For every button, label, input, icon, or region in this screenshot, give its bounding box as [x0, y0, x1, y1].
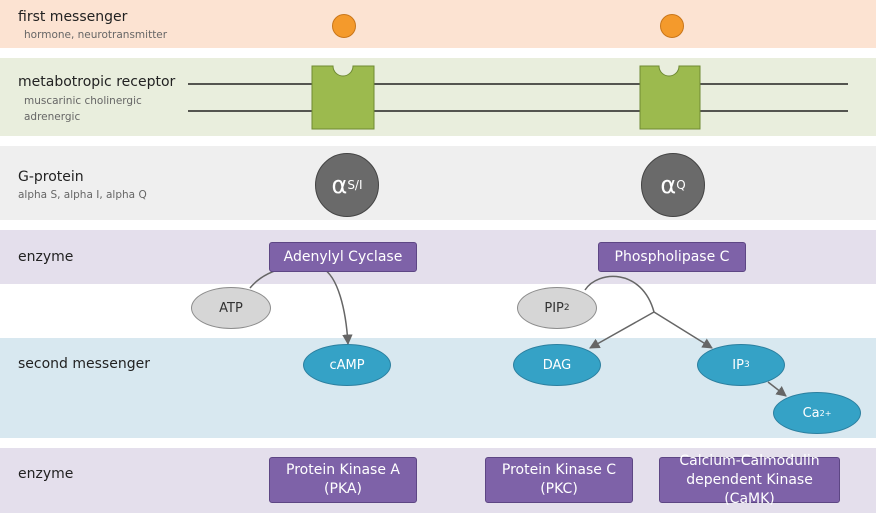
- pka-line-2: (PKA): [324, 481, 362, 497]
- calcium-superscript: 2+: [819, 408, 832, 418]
- g-protein-title: G-protein: [18, 169, 84, 185]
- first-messenger-dot-right: [660, 14, 684, 38]
- alpha-si-subscript: S/I: [347, 178, 363, 192]
- first-messenger-subtitle: hormone, neurotransmitter: [24, 29, 168, 41]
- receptor-subtitle-2: adrenergic: [24, 111, 81, 123]
- receptor-left: [311, 65, 375, 130]
- enzyme-title-top: enzyme: [18, 249, 74, 265]
- receptor-subtitle-1: muscarinic cholinergic: [24, 95, 142, 107]
- pkc-line-2: (PKC): [540, 481, 578, 497]
- atp-ellipse: ATP: [191, 287, 271, 329]
- band-g-protein: [0, 146, 876, 220]
- alpha-q-symbol: α: [660, 171, 677, 199]
- calcium-label: Ca: [802, 405, 820, 421]
- camk-line-1: Calcium-Calmodulin: [679, 452, 820, 469]
- alpha-si-symbol: α: [331, 171, 348, 199]
- camp-ellipse: cAMP: [303, 344, 391, 386]
- dag-ellipse: DAG: [513, 344, 601, 386]
- second-messenger-title: second messenger: [18, 356, 150, 372]
- pkc-line-1: Protein Kinase C: [501, 462, 617, 478]
- first-messenger-title: first messenger: [18, 9, 128, 25]
- enzyme-title-bottom: enzyme: [18, 466, 74, 482]
- protein-kinase-c-box: Protein Kinase C (PKC): [485, 457, 633, 503]
- first-messenger-dot-left: [332, 14, 356, 38]
- arrow-to-ip3: [653, 311, 713, 349]
- pka-line-1: Protein Kinase A: [286, 462, 400, 478]
- alpha-q-subscript: Q: [676, 178, 686, 192]
- adenylyl-cyclase-box: Adenylyl Cyclase: [269, 242, 417, 272]
- pip2-label: PIP: [544, 300, 564, 316]
- receptor-right: [639, 65, 701, 130]
- receptor-title: metabotropic receptor: [18, 74, 176, 90]
- camk-line-2: dependent Kinase (CaMK): [686, 471, 813, 507]
- protein-kinase-a-box: Protein Kinase A (PKA): [269, 457, 417, 503]
- band-receptor: [0, 58, 876, 136]
- arrow-to-dag: [589, 311, 655, 349]
- ip3-subscript: 3: [743, 360, 750, 370]
- g-protein-subtitle: alpha S, alpha I, alpha Q: [18, 189, 147, 201]
- arrow-pip2-branch: [584, 275, 655, 313]
- camk-box: Calcium-Calmodulin dependent Kinase (CaM…: [659, 453, 840, 507]
- ip3-label: IP: [732, 357, 744, 373]
- pip2-subscript: 2: [563, 303, 570, 313]
- arrow-ip3-to-ca: [767, 381, 787, 397]
- band-first-messenger: [0, 0, 876, 48]
- phospholipase-c-box: Phospholipase C: [598, 242, 746, 272]
